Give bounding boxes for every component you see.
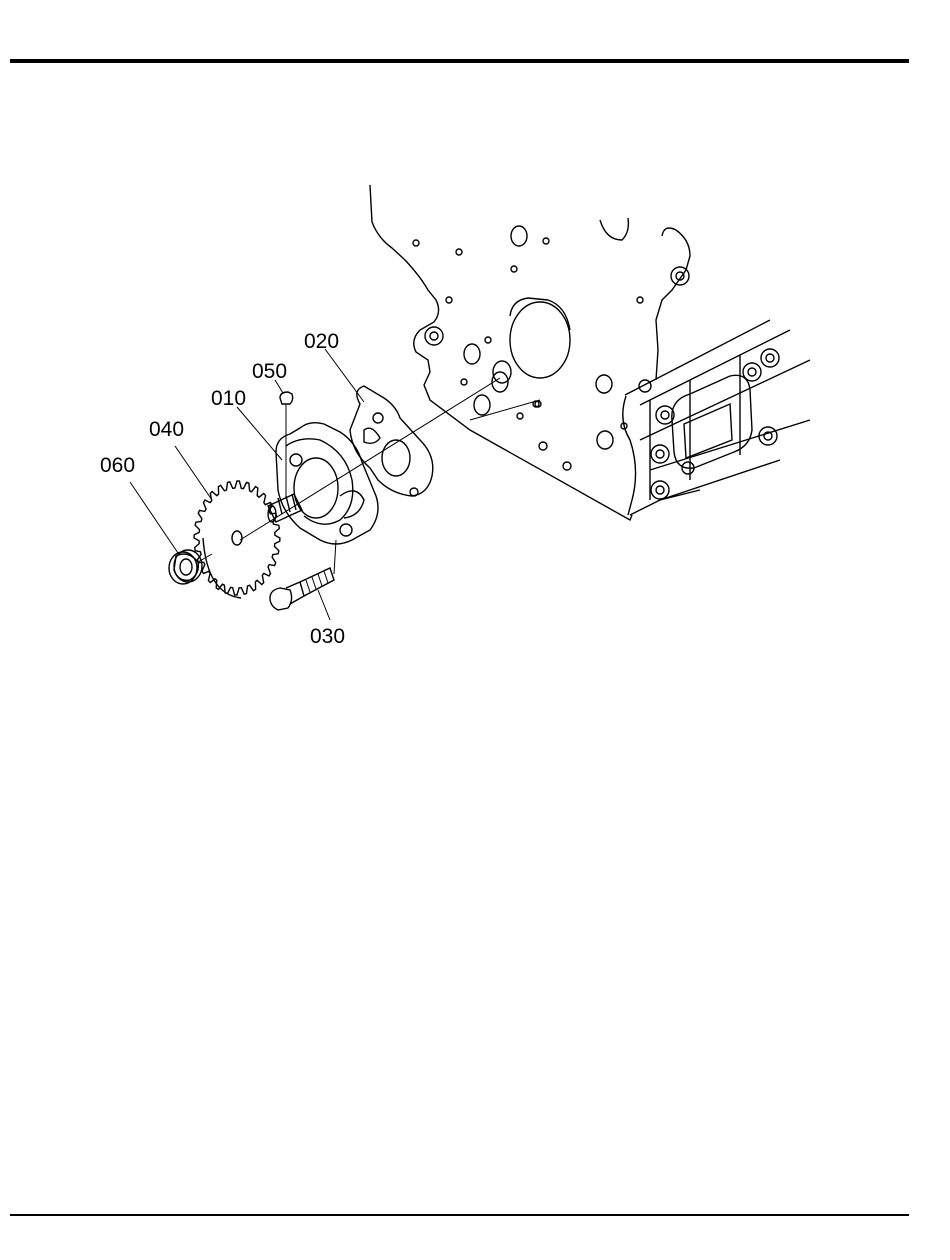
leader-030 xyxy=(318,590,330,620)
callout-040: 040 xyxy=(149,418,184,441)
oil-pump-010 xyxy=(268,423,378,544)
gear-teeth-outline xyxy=(194,481,280,595)
assembly-axis-line xyxy=(240,378,500,540)
gear-side-edge xyxy=(203,538,241,598)
gasket-020 xyxy=(350,386,433,496)
bolt-030 xyxy=(270,540,336,610)
callout-030: 030 xyxy=(310,625,345,648)
leader-020 xyxy=(325,349,364,402)
footer-rule xyxy=(10,1214,909,1216)
callout-020: 020 xyxy=(304,330,339,353)
gear-hub-bore xyxy=(232,531,242,545)
bolt-axis-line xyxy=(470,400,540,420)
leader-010 xyxy=(237,407,282,460)
leader-060 xyxy=(130,482,178,553)
engine-block xyxy=(370,185,810,520)
callout-060: 060 xyxy=(100,454,135,477)
key-050 xyxy=(280,392,293,498)
drive-gear-040 xyxy=(194,481,280,598)
callout-010: 010 xyxy=(211,387,246,410)
leader-040 xyxy=(175,446,212,500)
callout-050: 050 xyxy=(252,360,287,383)
